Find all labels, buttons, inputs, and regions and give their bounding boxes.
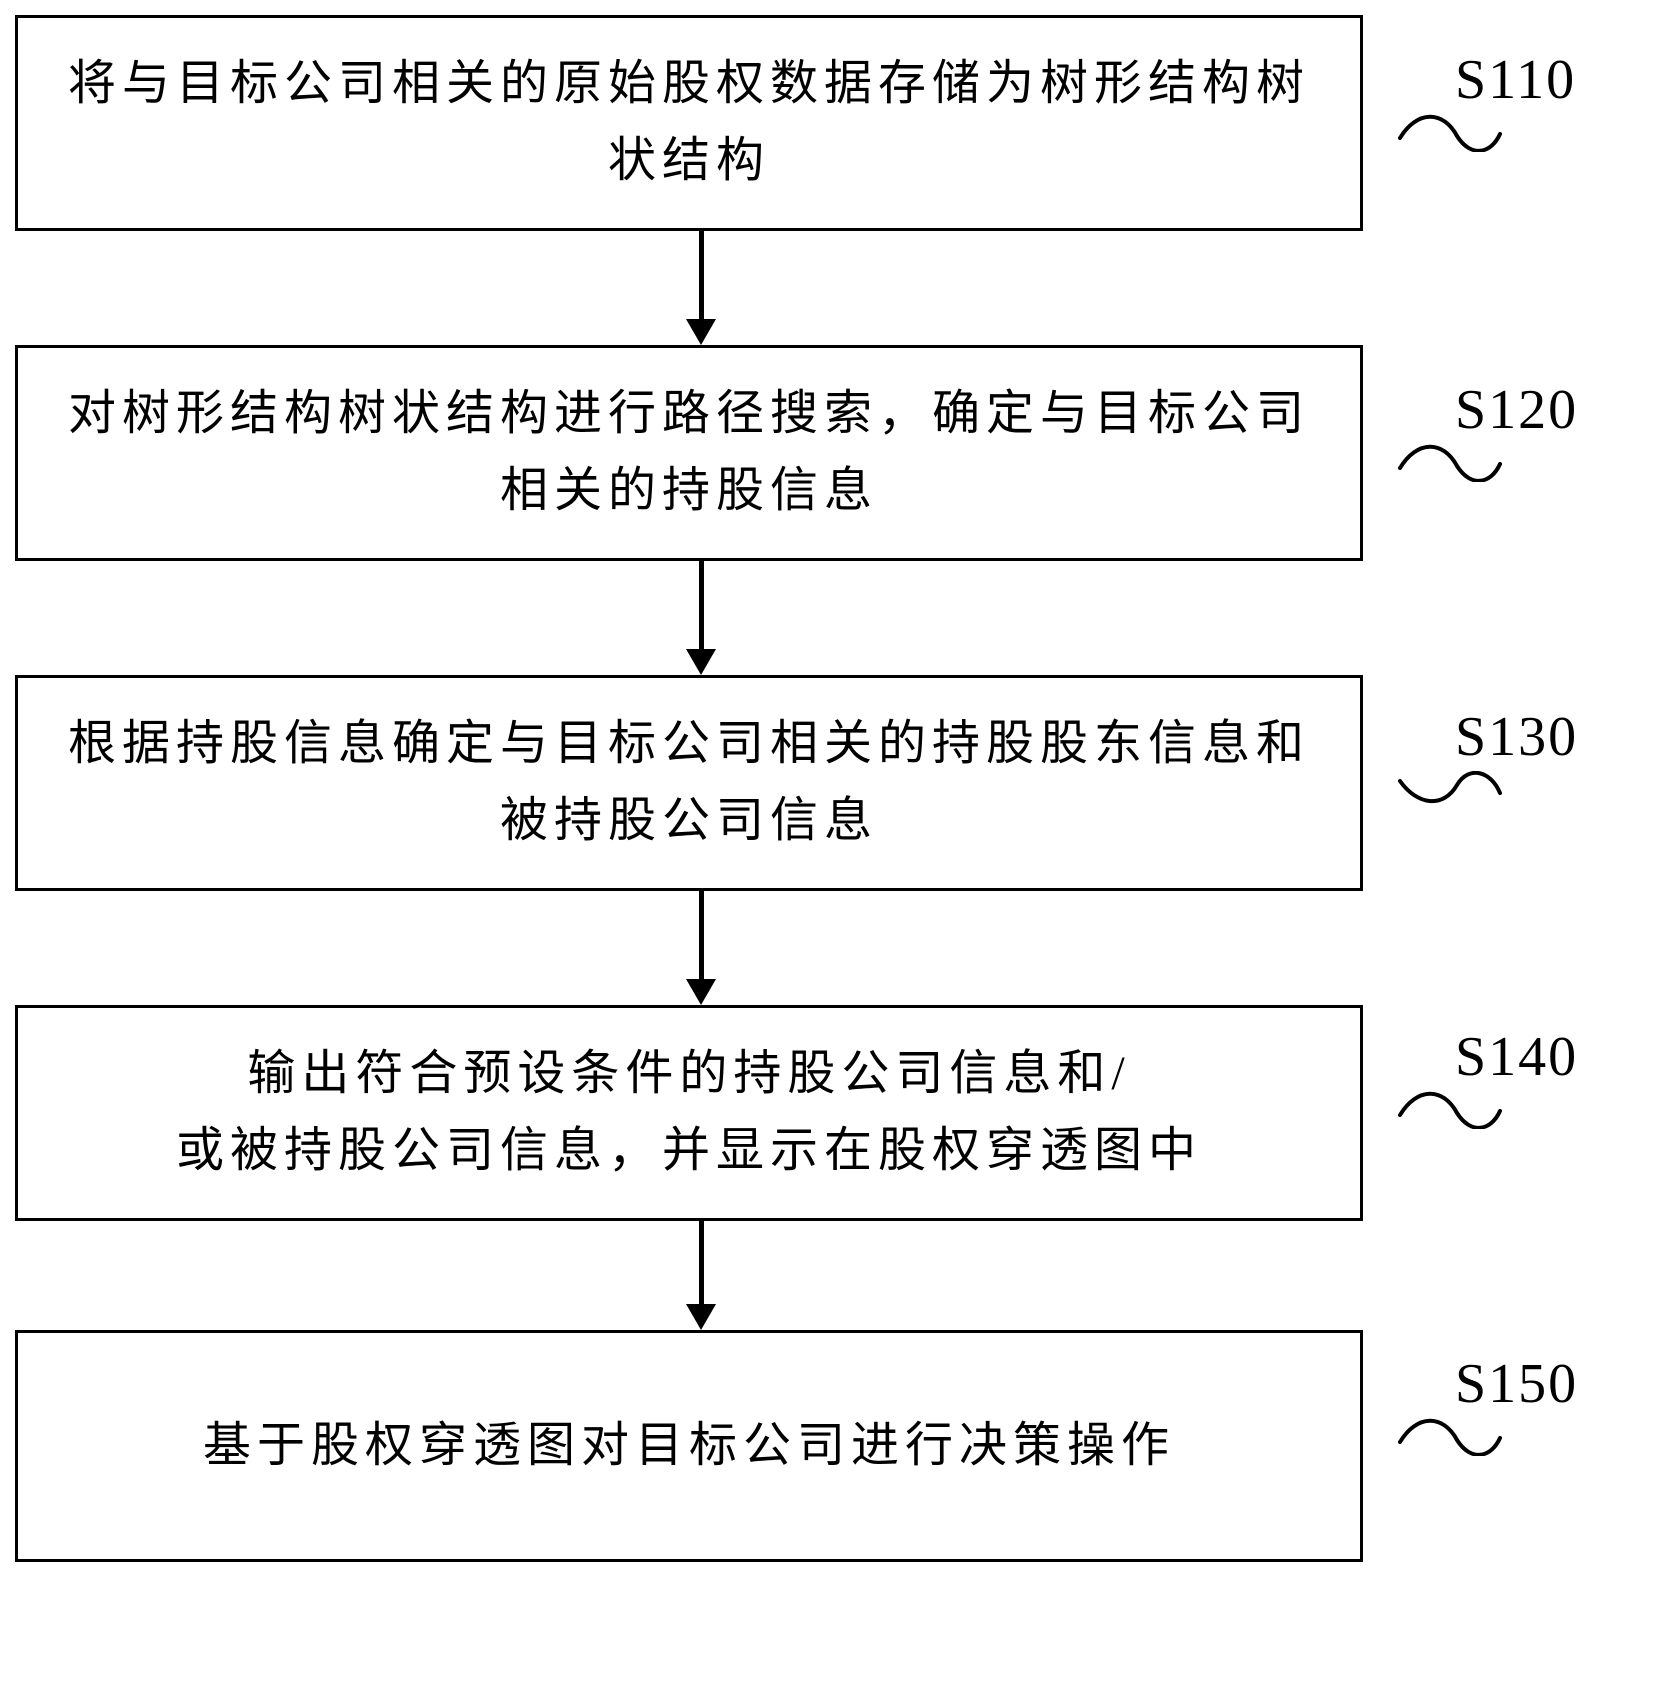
arrow-shaft — [698, 891, 704, 979]
step-label-s110: S110 — [1395, 48, 1665, 152]
step-label-s120-text: S120 — [1455, 379, 1579, 441]
flow-box-step-1-text: 将与目标公司相关的原始股权数据存储为树形结构树状结构 — [67, 57, 1310, 187]
step-label-s110-text: S110 — [1455, 49, 1577, 111]
arrow-shaft — [698, 1221, 704, 1304]
arrow-head — [686, 319, 716, 345]
tilde-connector-icon — [1398, 771, 1502, 803]
step-label-s140: S140 — [1395, 1025, 1665, 1129]
tilde-connector-icon — [1398, 1418, 1502, 1456]
tilde-connector-icon — [1398, 444, 1502, 482]
flow-box-step-3: 根据持股信息确定与目标公司相关的持股股东信息和被持股公司信息 — [15, 675, 1363, 891]
arrow-head — [686, 1304, 716, 1330]
flow-box-step-3-text: 根据持股信息确定与目标公司相关的持股股东信息和被持股公司信息 — [67, 717, 1310, 847]
flow-box-step-5: 基于股权穿透图对目标公司进行决策操作 — [15, 1330, 1363, 1562]
down-arrow-icon-2 — [686, 561, 716, 675]
down-arrow-icon-1 — [686, 231, 716, 345]
step-label-s120: S120 — [1395, 378, 1665, 482]
flow-box-step-1: 将与目标公司相关的原始股权数据存储为树形结构树状结构 — [15, 15, 1363, 231]
down-arrow-icon-3 — [686, 891, 716, 1005]
arrow-head — [686, 649, 716, 675]
step-label-s150-text: S150 — [1455, 1353, 1579, 1415]
flow-box-step-5-text: 基于股权穿透图对目标公司进行决策操作 — [202, 1418, 1175, 1472]
step-label-s130-text: S130 — [1455, 706, 1579, 768]
arrow-head — [686, 979, 716, 1005]
flow-box-step-2: 对树形结构树状结构进行路径搜索，确定与目标公司相关的持股信息 — [15, 345, 1363, 561]
step-label-s150: S150 — [1395, 1352, 1665, 1456]
arrow-shaft — [698, 561, 704, 649]
tilde-connector-icon — [1398, 114, 1502, 152]
arrow-shaft — [698, 231, 704, 319]
flow-box-step-4: 输出符合预设条件的持股公司信息和/ 或被持股公司信息，并显示在股权穿透图中 — [15, 1005, 1363, 1221]
step-label-s130: S130 — [1395, 705, 1665, 809]
flow-box-step-2-text: 对树形结构树状结构进行路径搜索，确定与目标公司相关的持股信息 — [67, 387, 1310, 517]
down-arrow-icon-4 — [686, 1221, 716, 1330]
step-label-s140-text: S140 — [1455, 1026, 1579, 1088]
flow-box-step-4-text: 输出符合预设条件的持股公司信息和/ 或被持股公司信息，并显示在股权穿透图中 — [175, 1047, 1202, 1177]
tilde-connector-icon — [1398, 1091, 1502, 1129]
